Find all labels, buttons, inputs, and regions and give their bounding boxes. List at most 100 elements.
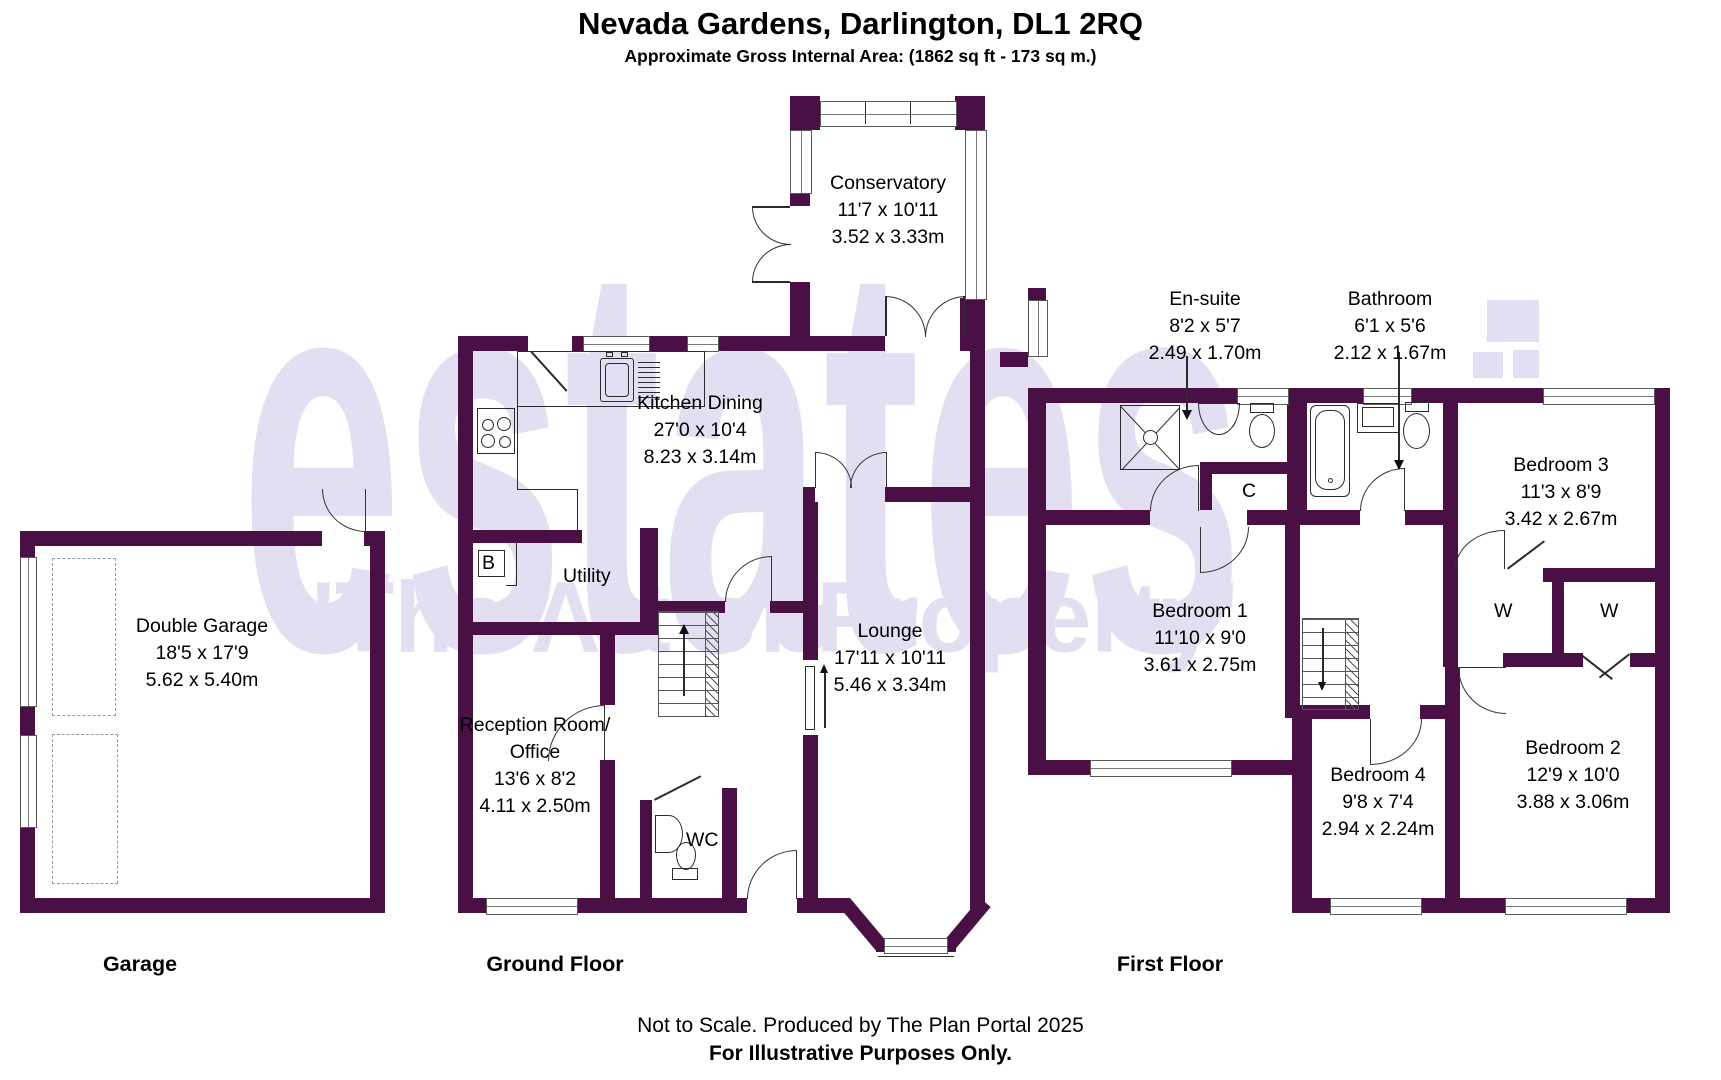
arrow <box>824 672 826 728</box>
wall <box>640 528 658 635</box>
wall <box>370 531 385 913</box>
room-label-reception: Reception Room/ Office 13'6 x 8'2 4.11 x… <box>459 714 611 817</box>
door-arc <box>1455 530 1505 569</box>
caption-first-floor: First Floor <box>1116 952 1224 976</box>
wall <box>1287 388 1307 525</box>
wall <box>600 760 615 898</box>
wall <box>20 705 35 735</box>
sink <box>600 358 634 402</box>
wall <box>1405 510 1443 525</box>
wall <box>473 530 582 543</box>
wall <box>1028 388 1046 775</box>
window <box>583 336 650 352</box>
window <box>965 130 987 300</box>
toilet <box>1249 414 1275 448</box>
window <box>20 735 37 828</box>
window <box>1363 388 1412 405</box>
room-label-utility: Utility <box>563 565 611 587</box>
door-arc <box>1458 667 1506 714</box>
wall <box>1292 705 1312 913</box>
wall <box>885 487 970 502</box>
door-leaf <box>1507 540 1545 570</box>
wall <box>803 502 818 660</box>
toilet <box>676 842 696 870</box>
wall <box>20 826 35 913</box>
wall <box>1230 760 1297 775</box>
wall <box>1630 653 1670 667</box>
stair-arrow <box>683 634 685 696</box>
wall <box>770 601 803 613</box>
arrow-head <box>820 664 828 673</box>
wall <box>876 938 886 952</box>
room-label-conservatory: Conservatory 11'7 x 10'11 3.52 x 3.33m <box>830 172 946 248</box>
toilet <box>1405 402 1429 412</box>
wall <box>1655 388 1670 913</box>
footer-disclaimer: Not to Scale. Produced by The Plan Porta… <box>637 1014 1084 1037</box>
window-mullion <box>910 102 911 124</box>
hob <box>477 408 515 454</box>
room-label-lounge: Lounge 17'11 x 10'11 5.46 x 3.34m <box>833 620 947 696</box>
room-label-bedroom4: Bedroom 4 9'8 x 7'4 2.94 x 2.24m <box>1321 764 1435 840</box>
toilet <box>1250 403 1274 413</box>
tap <box>621 352 628 357</box>
wall <box>1046 388 1237 403</box>
stair-arrow <box>1322 628 1324 682</box>
counter-line <box>517 489 578 490</box>
wall <box>1200 462 1212 510</box>
door-leaf <box>654 775 702 801</box>
page-subtitle: Approximate Gross Internal Area: (1862 s… <box>624 46 1097 66</box>
watermark-logo-icon <box>1487 300 1539 342</box>
drainer <box>638 362 660 400</box>
door-arc <box>1360 468 1405 511</box>
watermark-brand: estates <box>240 142 1244 768</box>
wall <box>1625 898 1670 913</box>
wall <box>1443 568 1455 582</box>
wall <box>648 336 687 351</box>
pointer-line <box>1398 352 1400 462</box>
wall <box>640 800 652 898</box>
wall <box>600 635 615 705</box>
garage-door-outline <box>52 558 116 716</box>
shower-drain <box>1143 430 1158 445</box>
room-label-bedroom1: Bedroom 1 11'10 x 9'0 3.61 x 2.75m <box>1143 600 1257 676</box>
label-cupboard: C <box>1242 480 1257 502</box>
room-label-bedroom2: Bedroom 2 12'9 x 10'0 3.88 x 3.06m <box>1516 737 1630 813</box>
pointer-line <box>1186 356 1188 412</box>
stair-arrow-head <box>1318 682 1326 691</box>
pointer-head <box>1182 410 1192 420</box>
room-label-bedroom3: Bedroom 3 11'3 x 8'9 3.42 x 2.67m <box>1504 454 1618 530</box>
wall <box>1552 568 1564 667</box>
label-wardrobe: W <box>1494 600 1513 622</box>
door-arc <box>747 850 797 899</box>
wall <box>1247 510 1300 525</box>
door-leaf <box>1599 653 1630 679</box>
window <box>1505 898 1627 915</box>
caption-garage: Garage <box>102 952 178 976</box>
room-label-bathroom: Bathroom 6'1 x 5'6 2.12 x 1.67m <box>1333 288 1447 364</box>
window <box>820 101 957 127</box>
stair-arrow-head <box>679 624 689 634</box>
basin <box>655 815 683 853</box>
label-wardrobe: W <box>1600 600 1619 622</box>
wall <box>20 531 322 546</box>
wall <box>1028 760 1090 775</box>
window <box>790 130 812 194</box>
wall <box>458 622 650 635</box>
wall <box>803 487 815 502</box>
window <box>884 938 948 954</box>
door-leaf <box>1582 655 1613 680</box>
wall <box>1000 352 1028 367</box>
counter-line <box>506 585 517 586</box>
room-label-kitchen-dining: Kitchen Dining 27'0 x 10'4 8.23 x 3.14m <box>637 392 763 468</box>
wall <box>722 788 737 898</box>
wall <box>1200 462 1290 474</box>
wall <box>658 601 725 613</box>
wall <box>458 336 528 351</box>
wall <box>576 898 747 913</box>
window <box>1543 388 1655 405</box>
sink <box>605 363 629 397</box>
wall <box>1420 898 1505 913</box>
counter-line <box>577 489 578 530</box>
window <box>687 336 719 352</box>
